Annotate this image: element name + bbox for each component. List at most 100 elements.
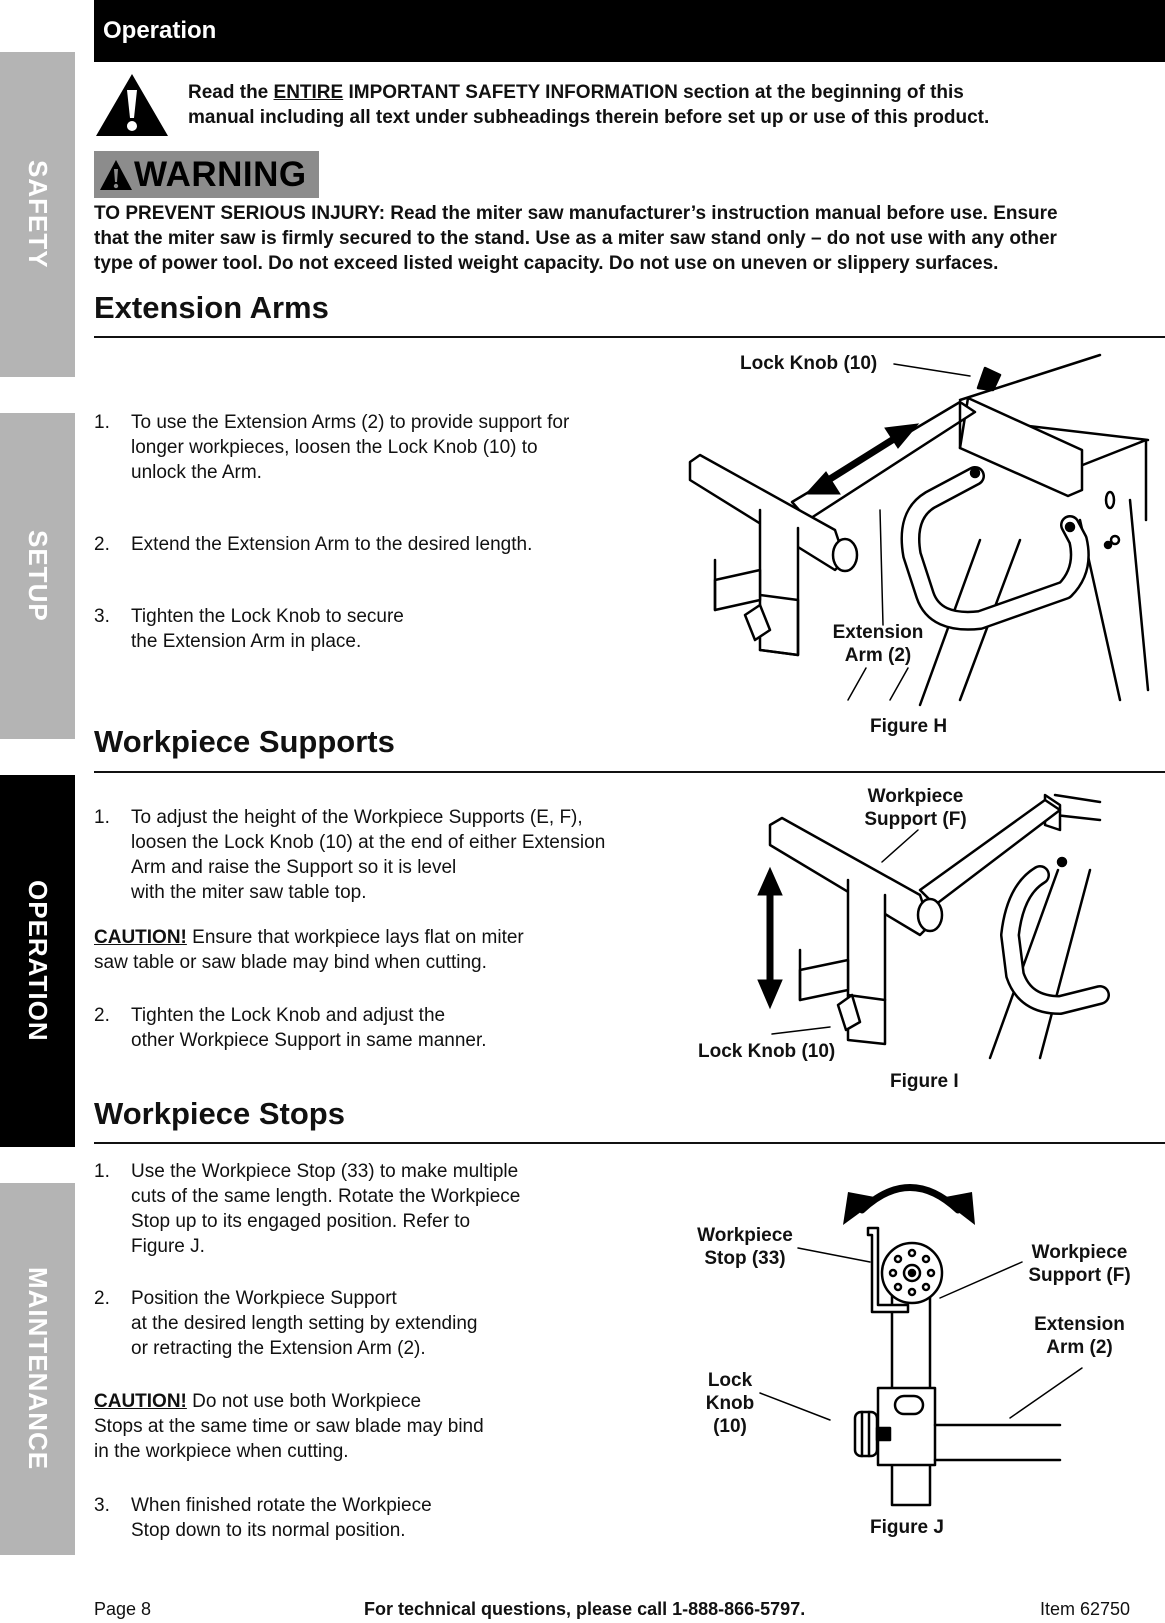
step-line: Extend the Extension Arm to the desired … xyxy=(131,534,533,555)
caution-text: Do not use both Workpiece xyxy=(186,1391,422,1412)
caution-text: Stops at the same time or saw blade may … xyxy=(94,1416,484,1437)
footer-item-number: Item 62750 xyxy=(1040,1599,1131,1619)
callout-line: Arm (2) xyxy=(1046,1337,1113,1358)
section-title-workpiece-supports: Workpiece Supports xyxy=(94,724,395,759)
figure-i-callout-lock-knob: Lock Knob (10) xyxy=(698,1041,836,1062)
figure-j-callout-extension-arm: Extension Arm (2) xyxy=(1027,1313,1132,1359)
warning-text: TO PREVENT SERIOUS INJURY: Read the mite… xyxy=(94,201,1165,276)
callout-line: Support (F) xyxy=(864,809,967,830)
step-number: 3. xyxy=(94,1495,110,1516)
safety-notice-emphasis: ENTIRE xyxy=(273,82,344,103)
step-line: longer workpieces, loosen the Lock Knob … xyxy=(131,437,538,458)
warning-triangle-icon xyxy=(100,159,132,190)
side-tab-label: OPERATION xyxy=(23,880,53,1042)
warning-badge: WARNING xyxy=(94,151,319,198)
callout-line: Stop (33) xyxy=(704,1248,786,1269)
caution-text: saw table or saw blade may bind when cut… xyxy=(94,952,487,973)
step-line: Tighten the Lock Knob to secure xyxy=(131,606,404,627)
callout-line: Arm (2) xyxy=(844,645,912,666)
step-number: 2. xyxy=(94,534,110,555)
extension-step-3: 3. Tighten the Lock Knob to secure the E… xyxy=(94,604,654,659)
stops-caution: CAUTION! Do not use both Workpiece Stops… xyxy=(94,1389,654,1464)
section-divider xyxy=(94,1142,1165,1144)
caution-text: Ensure that workpiece lays flat on miter xyxy=(186,927,524,948)
caution-text: in the workpiece when cutting. xyxy=(94,1441,349,1462)
side-tab-label: MAINTENANCE xyxy=(23,1267,53,1471)
step-number: 3. xyxy=(94,606,110,627)
step-line: cuts of the same length. Rotate the Work… xyxy=(131,1186,521,1207)
step-number: 1. xyxy=(94,412,110,433)
side-tab-operation: OPERATION xyxy=(0,775,75,1147)
step-number: 1. xyxy=(94,1161,110,1182)
callout-line: Workpiece xyxy=(697,1225,793,1246)
section-title-extension-arms: Extension Arms xyxy=(94,290,329,325)
header-title: Operation xyxy=(103,17,217,44)
callout-line: Knob xyxy=(705,1393,755,1414)
step-line: unlock the Arm. xyxy=(131,462,262,483)
caution-triangle-icon xyxy=(96,74,168,136)
callout-line: Support (F) xyxy=(1028,1265,1131,1286)
extension-step-1: 1. To use the Extension Arms (2) to prov… xyxy=(94,410,654,490)
step-line: with the miter saw table top. xyxy=(131,882,367,903)
step-line: To adjust the height of the Workpiece Su… xyxy=(131,807,583,828)
safety-notice-text: IMPORTANT SAFETY INFORMATION section at … xyxy=(343,82,964,103)
footer-phone: For technical questions, please call 1-8… xyxy=(364,1599,806,1619)
callout-line: Lock xyxy=(707,1370,753,1391)
figure-j-label: Figure J xyxy=(870,1517,944,1538)
step-number: 1. xyxy=(94,807,110,828)
step-line: Stop down to its normal position. xyxy=(131,1520,406,1541)
figure-j-callout-workpiece-stop: Workpiece Stop (33) xyxy=(690,1224,800,1270)
section-divider xyxy=(94,336,1165,338)
step-line: Arm and raise the Support so it is level xyxy=(131,857,457,878)
side-tab-setup: SETUP xyxy=(0,413,75,739)
step-line: the Extension Arm in place. xyxy=(131,631,362,652)
step-line: at the desired length setting by extendi… xyxy=(131,1313,478,1334)
step-line: other Workpiece Support in same manner. xyxy=(131,1030,487,1051)
callout-line: (10) xyxy=(713,1416,747,1437)
stops-step-3: 3. When finished rotate the Workpiece St… xyxy=(94,1493,654,1548)
safety-notice-line: manual including all text under subheadi… xyxy=(188,107,990,128)
figure-j-callout-workpiece-support: Workpiece Support (F) xyxy=(1022,1241,1137,1287)
step-number: 2. xyxy=(94,1288,110,1309)
warning-badge-label: WARNING xyxy=(134,154,307,194)
step-line: Tighten the Lock Knob and adjust the xyxy=(131,1005,446,1026)
safety-notice: Read the ENTIRE IMPORTANT SAFETY INFORMA… xyxy=(188,80,1148,130)
section-divider xyxy=(94,771,1165,773)
step-line: To use the Extension Arms (2) to provide… xyxy=(131,412,570,433)
extension-step-2: 2. Extend the Extension Arm to the desir… xyxy=(94,532,654,562)
footer-page-number: Page 8 xyxy=(94,1599,152,1619)
safety-notice-text: Read the xyxy=(188,82,274,103)
step-line: Stop up to its engaged position. Refer t… xyxy=(131,1211,471,1232)
step-line: Figure J. xyxy=(131,1236,205,1257)
supports-step-1: 1. To adjust the height of the Workpiece… xyxy=(94,805,674,910)
step-number: 2. xyxy=(94,1005,110,1026)
stops-step-2: 2. Position the Workpiece Support at the… xyxy=(94,1286,654,1366)
caution-label: CAUTION! xyxy=(94,927,187,948)
supports-caution: CAUTION! Ensure that workpiece lays flat… xyxy=(94,925,674,975)
side-tab-maintenance: MAINTENANCE xyxy=(0,1183,75,1555)
callout-line: Extension xyxy=(832,622,924,643)
step-line: When finished rotate the Workpiece xyxy=(131,1495,432,1516)
caution-label: CAUTION! xyxy=(94,1391,187,1412)
step-line: Position the Workpiece Support xyxy=(131,1288,397,1309)
step-line: loosen the Lock Knob (10) at the end of … xyxy=(131,832,606,853)
callout-line: Workpiece xyxy=(867,786,964,807)
figure-h-label: Figure H xyxy=(870,716,948,737)
step-line: or retracting the Extension Arm (2). xyxy=(131,1338,426,1359)
figure-i-callout-workpiece-support: Workpiece Support (F) xyxy=(858,785,973,831)
side-tab-safety: SAFETY xyxy=(0,52,75,377)
step-line: Use the Workpiece Stop (33) to make mult… xyxy=(131,1161,519,1182)
supports-step-2: 2. Tighten the Lock Knob and adjust the … xyxy=(94,1003,674,1058)
callout-line: Extension xyxy=(1034,1314,1125,1335)
figure-h-callout-lock-knob: Lock Knob (10) xyxy=(740,353,878,374)
figure-j-callout-lock-knob: Lock Knob (10) xyxy=(700,1369,760,1438)
side-tab-label: SAFETY xyxy=(23,160,53,269)
warning-line: TO PREVENT SERIOUS INJURY: Read the mite… xyxy=(94,203,1058,224)
warning-line: type of power tool. Do not exceed listed… xyxy=(94,253,999,274)
side-tab-label: SETUP xyxy=(23,530,53,622)
section-header: Operation xyxy=(94,0,1165,62)
warning-line: that the miter saw is firmly secured to … xyxy=(94,228,1057,249)
